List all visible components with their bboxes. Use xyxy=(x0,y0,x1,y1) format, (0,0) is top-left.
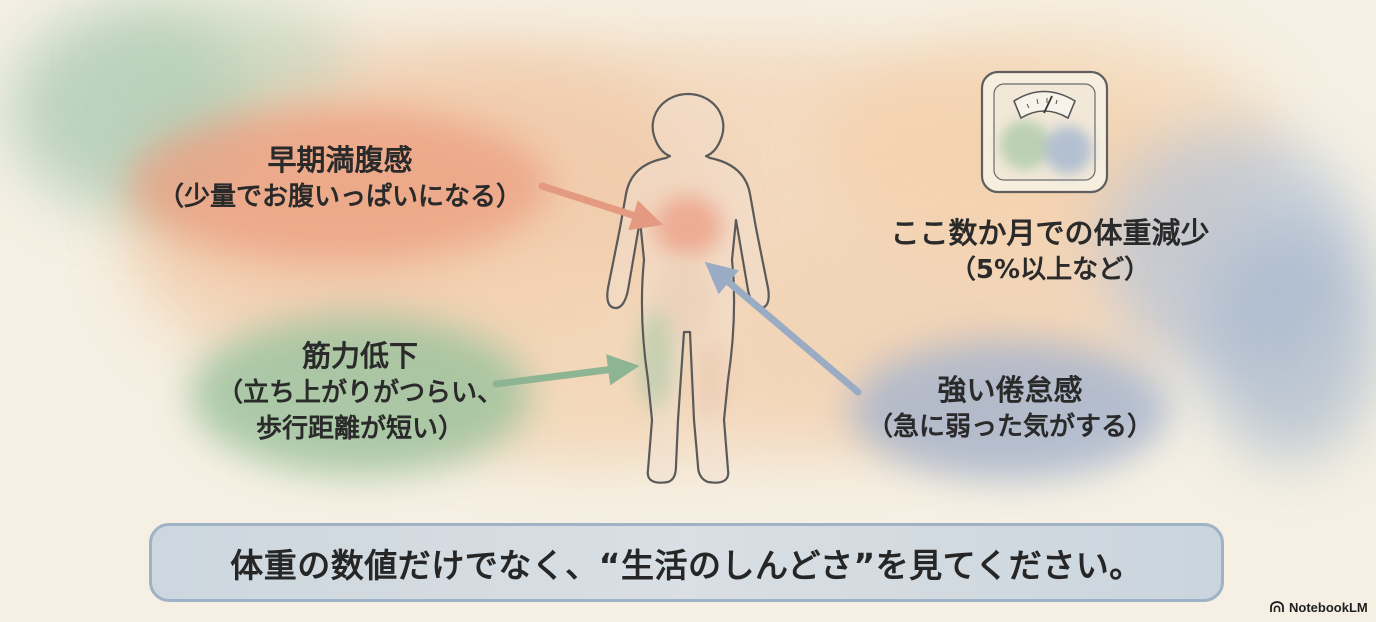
early-satiety-wash xyxy=(130,107,550,263)
early-satiety-label: 早期満腹感 （少量でお腹いっぱいになる） xyxy=(130,141,550,215)
muscle-weakness-detail-line2: 歩行距離が短い） xyxy=(255,414,464,444)
weight-loss-detail: （5%以上など） xyxy=(949,255,1151,285)
fatigue-title: 強い倦怠感 xyxy=(937,373,1083,407)
muscle-weakness-detail-line1: （立ち上がりがつらい、 xyxy=(216,378,503,408)
weight-loss-label: ここ数か月での体重減少 （5%以上など） xyxy=(850,214,1250,288)
arrow-fatigue xyxy=(704,261,862,396)
early-satiety-title: 早期満腹感 xyxy=(267,143,413,177)
message-banner-text: 体重の数値だけでなく、“生活のしんどさ”を見てください。 xyxy=(230,545,1143,585)
message-banner: 体重の数値だけでなく、“生活のしんどさ”を見てください。 xyxy=(149,523,1224,602)
notebooklm-logo-icon xyxy=(1270,601,1284,612)
fatigue-label: 強い倦怠感 （急に弱った気がする） xyxy=(860,371,1160,445)
arrow-satiety xyxy=(538,182,663,231)
notebooklm-brand: NotebookLM xyxy=(1270,598,1368,616)
muscle-weakness-label: 筋力低下 （立ち上がりがつらい、 歩行距離が短い） xyxy=(200,337,520,447)
weight-loss-title: ここ数か月での体重減少 xyxy=(890,216,1210,250)
human-figure xyxy=(606,92,770,484)
arrow-muscle xyxy=(492,354,640,388)
notebooklm-brand-text: NotebookLM xyxy=(1289,599,1368,615)
scale-icon xyxy=(980,70,1109,194)
early-satiety-detail: （少量でお腹いっぱいになる） xyxy=(157,182,522,212)
fatigue-wash xyxy=(850,340,1170,480)
muscle-wash xyxy=(190,315,530,475)
muscle-weakness-title: 筋力低下 xyxy=(301,339,418,373)
fatigue-detail: （急に弱った気がする） xyxy=(866,412,1153,442)
